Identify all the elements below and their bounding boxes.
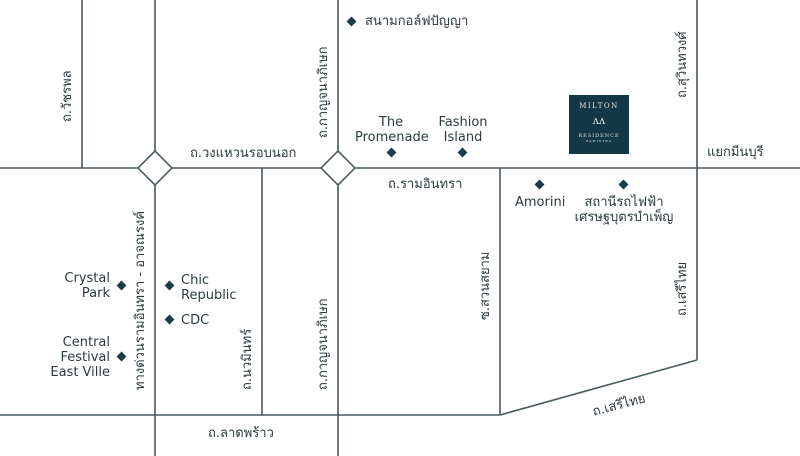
- landmark-golf: สนามกอล์ฟปัญญา: [365, 14, 469, 29]
- landmark-chic-republic: Chic Republic: [181, 273, 237, 303]
- interchange-icon: [319, 149, 357, 187]
- junction-label-minburi: แยกมีนบุรี: [707, 145, 764, 160]
- logo-mark: ʌʌ: [592, 114, 606, 127]
- milton-residence-logo: MILTON ʌʌ RESIDENCE RAMINTRA: [569, 95, 629, 154]
- logo-top: MILTON: [579, 102, 619, 110]
- logo-sub: RAMINTRA: [586, 139, 612, 143]
- road-label-wacharaphon: ถ.วัชรพล: [60, 70, 75, 122]
- road-label-outer-ring: ถ.วงแหวนรอบนอก: [190, 146, 297, 161]
- landmark-amorini: Amorini: [515, 195, 566, 210]
- interchange-icon: [136, 149, 174, 187]
- road-label-sukhumvit: ถ.สุวินทวงศ์: [675, 31, 690, 98]
- logo-bottom: RESIDENCE: [578, 133, 620, 139]
- landmark-central-east-ville: Central Festival East Ville: [50, 335, 110, 380]
- road-label-lat-phrao: ถ.ลาดพร้าว: [208, 426, 274, 441]
- road-label-kanchanaphisek-bottom: ถ.กาญจนาภิเษก: [316, 298, 331, 390]
- road-seri-thai-diagonal: [499, 359, 698, 416]
- road-label-kanchanaphisek-top: ถ.กาญจนาภิเษก: [316, 46, 331, 138]
- landmark-fashion-island: Fashion Island: [438, 115, 488, 145]
- road-label-nawamin: ถ.นวมินทร์: [240, 328, 255, 390]
- landmark-crystal-park: Crystal Park: [64, 271, 110, 301]
- landmark-cdc: CDC: [181, 313, 210, 328]
- landmark-skytrain-station: สถานีรถไฟฟ้า เศรษฐบุตรบำเพ็ญ: [574, 195, 674, 225]
- road-label-ramintra: ถ.รามอินทรา: [388, 177, 463, 192]
- road-label-suan-siam: ซ.สวนสยาม: [478, 251, 493, 321]
- road-label-seri-thai: ถ.เสรีไทย: [675, 261, 690, 316]
- road-label-expressway: ทางด่วนรามอินทรา - อาจณรงค์: [133, 210, 148, 390]
- landmark-promenade: The Promenade: [355, 115, 429, 145]
